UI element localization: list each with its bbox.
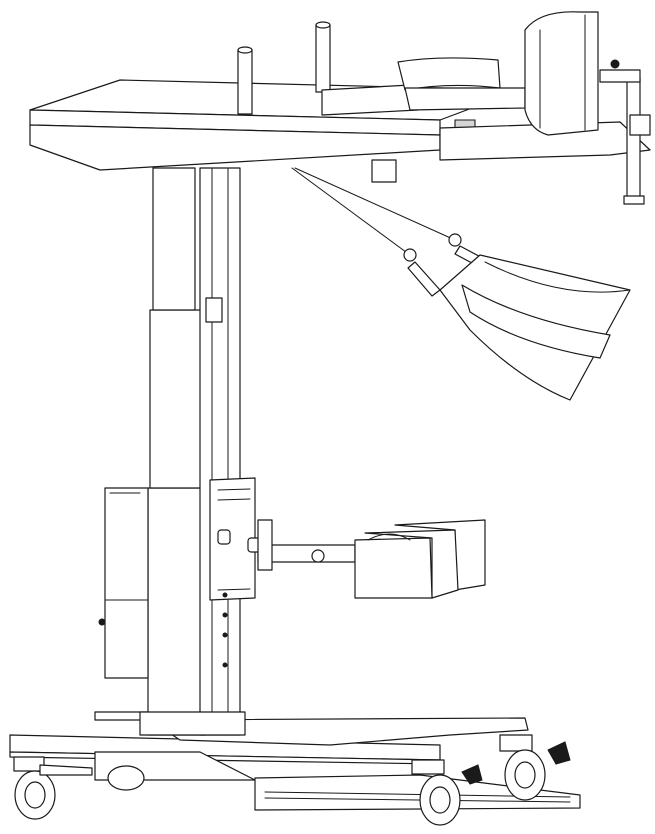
caster-front-right [499,734,571,801]
knee-pad-mid [364,529,459,599]
rail-hole [222,612,228,618]
knee-pad-rear [394,519,486,591]
lower-carriage [209,477,256,601]
knee-arm-bracket [257,519,273,571]
carabiner-icon [403,248,417,262]
caster-brake-pedal [547,741,571,765]
caster-front-left [411,759,483,826]
post-cap [315,21,331,29]
hip-pad-lower [321,84,419,116]
upper-carriage [205,297,223,323]
table-post-right [315,24,331,93]
carabiner-icon [448,233,462,247]
post-cap [237,46,253,54]
sling-assembly [291,167,631,401]
sling-band [461,284,611,359]
caster-mount [13,756,45,772]
column-collar [139,711,246,736]
knee-pad-curve [367,533,411,541]
rail-hole [222,632,228,638]
sling-rim [484,261,631,293]
column-upper [152,167,196,311]
caster-brake-pedal [461,764,483,785]
carriage-detail [217,488,251,591]
battery-housing [104,487,149,679]
knee-arm-knob-icon [311,549,325,563]
hip-pad-base [404,87,526,111]
base-frame [9,711,581,811]
caster-brake [39,764,93,776]
caster-hub [514,761,536,789]
caster-rear-mid [107,765,145,791]
battery-box [98,487,149,679]
knee-support [217,519,486,599]
table-underside [29,124,441,171]
chest-post-collar [629,114,651,136]
column-rail-outer [199,167,241,736]
rail-hole [222,662,228,668]
column [139,167,256,736]
arm-knob-icon [217,529,231,545]
strap-line-2 [294,167,456,241]
table-post-left [237,49,253,115]
strap-line-1 [291,167,411,256]
hip-pad-upper [397,57,501,91]
chest-support [439,11,651,205]
column-lower-outer [147,487,206,736]
chest-post-clamp [599,69,641,83]
adjust-knob-icon [610,59,620,69]
foot-plate-rib-2 [264,797,571,803]
strap-buckle [407,261,441,297]
column-middle [149,309,209,489]
chest-post [626,77,641,201]
caster-mount [411,759,445,775]
chest-post-foot [623,195,645,205]
caster-hub [24,781,46,809]
caster-mount [499,734,533,752]
chest-pad [524,11,599,136]
caster-wheel [107,765,145,791]
hip-support [321,57,526,133]
battery-knob-icon [98,618,106,626]
table-bracket [371,159,397,183]
knee-pad-front [354,537,433,599]
caster-rear-left [13,756,93,820]
rail-hole [222,592,228,598]
caster-hub [429,786,451,814]
